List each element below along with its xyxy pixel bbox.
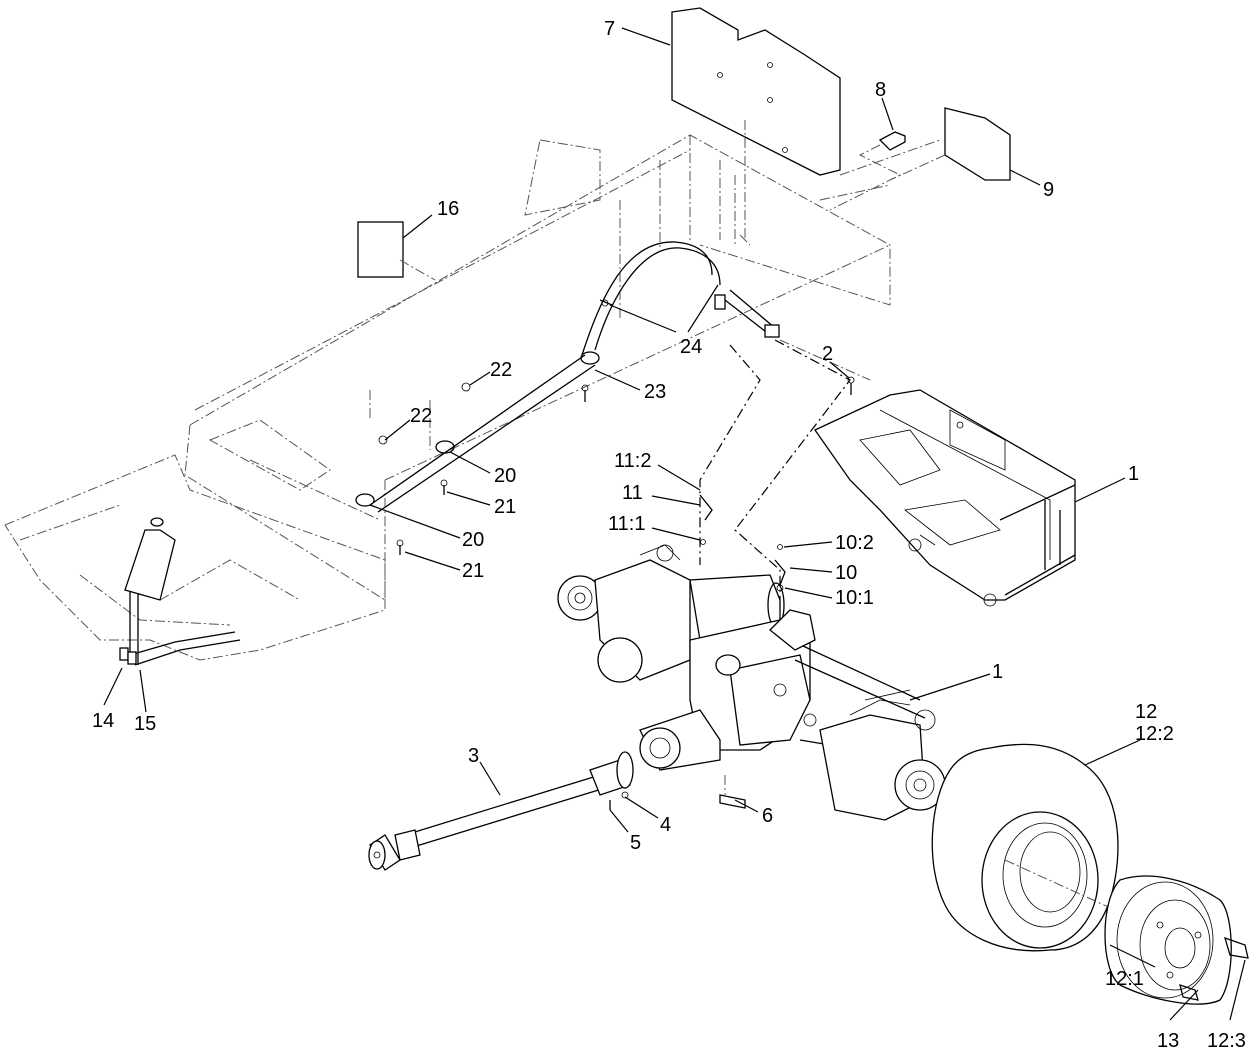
part-15-tube (129, 354, 596, 666)
callout-13: 13 (1157, 1030, 1179, 1052)
part-2-bolt (847, 376, 855, 395)
callout-16: 16 (437, 198, 459, 220)
callout-20-lower: 20 (462, 529, 484, 551)
callout-10: 10 (835, 562, 857, 584)
callout-12-3: 12:3 (1207, 1030, 1246, 1052)
part-9-decal (889, 107, 1011, 181)
callout-3: 3 (468, 745, 479, 767)
callout-11-1: 11:1 (608, 513, 645, 535)
part-20-clamps (355, 351, 600, 507)
callout-21-upper: 21 (494, 496, 516, 518)
part-16-decal (357, 221, 436, 281)
part-3-driveshaft (368, 751, 634, 871)
leader-lines (103, 27, 1246, 1021)
callout-23: 23 (644, 381, 666, 403)
part-10-11-fittings (699, 339, 851, 600)
callout-21-lower: 21 (462, 560, 484, 582)
callout-12-1: 12:1 (1105, 968, 1144, 990)
part-12-1-rim (1104, 875, 1249, 1005)
callout-10-1: 10:1 (835, 587, 874, 609)
callout-1-lower: 1 (992, 661, 1003, 683)
callout-4: 4 (660, 814, 671, 836)
part-14-cylinder (119, 517, 176, 665)
axle-assembly (557, 544, 946, 821)
part-7-panel (671, 7, 841, 240)
callout-22-upper: 22 (490, 359, 512, 381)
callout-14: 14 (92, 710, 114, 732)
callout-22-lower: 22 (410, 405, 432, 427)
part-12-tire (931, 743, 1119, 952)
callout-15: 15 (134, 713, 156, 735)
callout-12: 12 (1135, 701, 1157, 723)
chassis-frame-phantom (4, 134, 941, 661)
part-1-mount-bracket (814, 389, 1076, 607)
callout-5: 5 (630, 832, 641, 854)
callout-12-2: 12:2 (1135, 723, 1174, 745)
callout-11: 11 (622, 482, 643, 504)
part-8-bolt (829, 131, 906, 211)
callout-9: 9 (1043, 179, 1054, 201)
callout-7: 7 (604, 18, 615, 40)
callout-20-upper: 20 (494, 465, 516, 487)
callout-labels: 7 8 9 16 24 2 22 23 22 20 21 1 11:2 11 1… (92, 18, 1246, 1052)
callout-24: 24 (680, 336, 702, 358)
callout-11-2: 11:2 (614, 450, 651, 472)
part-21-22-fasteners (378, 382, 589, 555)
part-24-hoses (581, 241, 780, 356)
callout-6: 6 (762, 805, 773, 827)
part-4-5-6-small (609, 775, 746, 810)
callout-1-upper: 1 (1128, 463, 1139, 485)
callout-10-2: 10:2 (835, 532, 874, 554)
callout-2: 2 (822, 343, 833, 365)
callout-8: 8 (875, 79, 886, 101)
